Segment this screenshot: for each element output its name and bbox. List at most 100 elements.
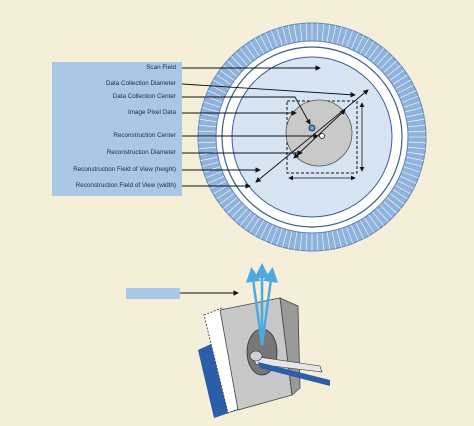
detector-segment [219,69,235,81]
detector-segment [316,23,319,42]
detector-segment [254,38,265,55]
detector-segment [305,23,308,42]
detector-segment [249,41,260,57]
detector-segment [259,35,269,52]
detector-segment [210,180,227,190]
detector-segment [394,79,411,90]
detector-segment [270,226,278,244]
detector-segment [259,222,269,239]
detector-segment [265,32,274,50]
detector-segment [249,217,260,233]
detector-segment [227,201,241,214]
detector-segment [368,44,380,60]
detector-segment [223,65,238,77]
detector-segment [288,25,293,44]
patient-body [251,355,323,373]
detector-segment [403,101,421,108]
detector-segment [244,214,256,230]
detector-segment [341,228,348,246]
detector-segment [299,232,303,251]
detector-segment [397,84,414,94]
detector-segment [350,224,359,242]
detector-segment [405,113,424,118]
label-recon-fov-width: Reconstruction Field of View (width) [75,182,176,189]
detector-segment [372,211,384,226]
detector-segment [399,175,417,184]
detector-segment [399,90,417,99]
detector-segment [288,230,293,249]
detector-segment [231,56,245,70]
detector-segment [355,222,365,239]
detector-segment [407,124,426,128]
detector-segment [198,130,217,133]
detector-segment [404,107,423,113]
detector-segment [401,171,419,179]
detector-segment [207,175,225,184]
detector-segment [198,146,217,150]
detector-segment [231,204,245,218]
detector-segment [200,156,219,161]
detector-segment [321,23,325,42]
detector-segment [331,230,336,249]
detector-segment [341,28,348,46]
detector-segment [336,26,342,45]
label-panel [52,62,182,196]
detector-segment [265,224,274,242]
xray-beam-right [260,267,279,346]
detector-segment [270,30,278,48]
ct-scanner-illustration [198,263,330,418]
detector-segment [216,74,232,85]
detector-segment [198,141,217,144]
label-scan-field: Scan Field [146,64,176,71]
detector-segment [326,231,331,250]
reconstruction-center-dot [319,133,325,139]
detector-segment [200,113,219,118]
detector-ring-segments [198,23,426,251]
label-image-pixel-data: Image Pixel Data [128,109,176,116]
detector-segment [235,208,248,222]
detector-segment [355,35,365,52]
detector-segment [276,228,283,246]
detector-segment [244,44,256,60]
detector-segment [346,226,354,244]
detector-segment [203,166,221,173]
detector-segment [350,32,359,50]
detector-segment [407,141,426,144]
detector-segment [405,156,424,161]
detector-segment [394,184,411,195]
detector-segment [282,26,288,45]
detector-segment [383,201,397,214]
detector-segment [372,48,384,63]
detector-segment [305,232,308,251]
detector-segment [406,151,425,156]
detector-segment [401,95,419,103]
detector-segment [240,211,252,226]
detector-segment [216,189,232,200]
detector-segment [389,193,405,205]
detector-segment [397,180,414,190]
detector-segment [376,208,389,222]
detector-segment [383,60,397,73]
detector-segment [227,60,241,73]
recon-diameter-arrow [293,109,346,159]
detector-segment [321,232,325,251]
detector-segment [379,56,393,70]
detector-segment [364,41,375,57]
detector-segment [254,219,265,236]
detector-segment [386,197,401,209]
detector-segment [203,101,221,108]
detector-segment [198,124,217,128]
detector-segment [235,52,248,66]
detector-segment [386,65,401,77]
detector-segment [407,146,426,150]
detector-segment [201,107,220,113]
detector-segment [210,84,227,94]
beam-label-box [126,288,180,299]
detector-segment [364,217,375,233]
detector-segment [199,118,218,123]
detector-segment [205,171,223,179]
detector-segment [293,24,298,43]
detector-segment [331,25,336,44]
